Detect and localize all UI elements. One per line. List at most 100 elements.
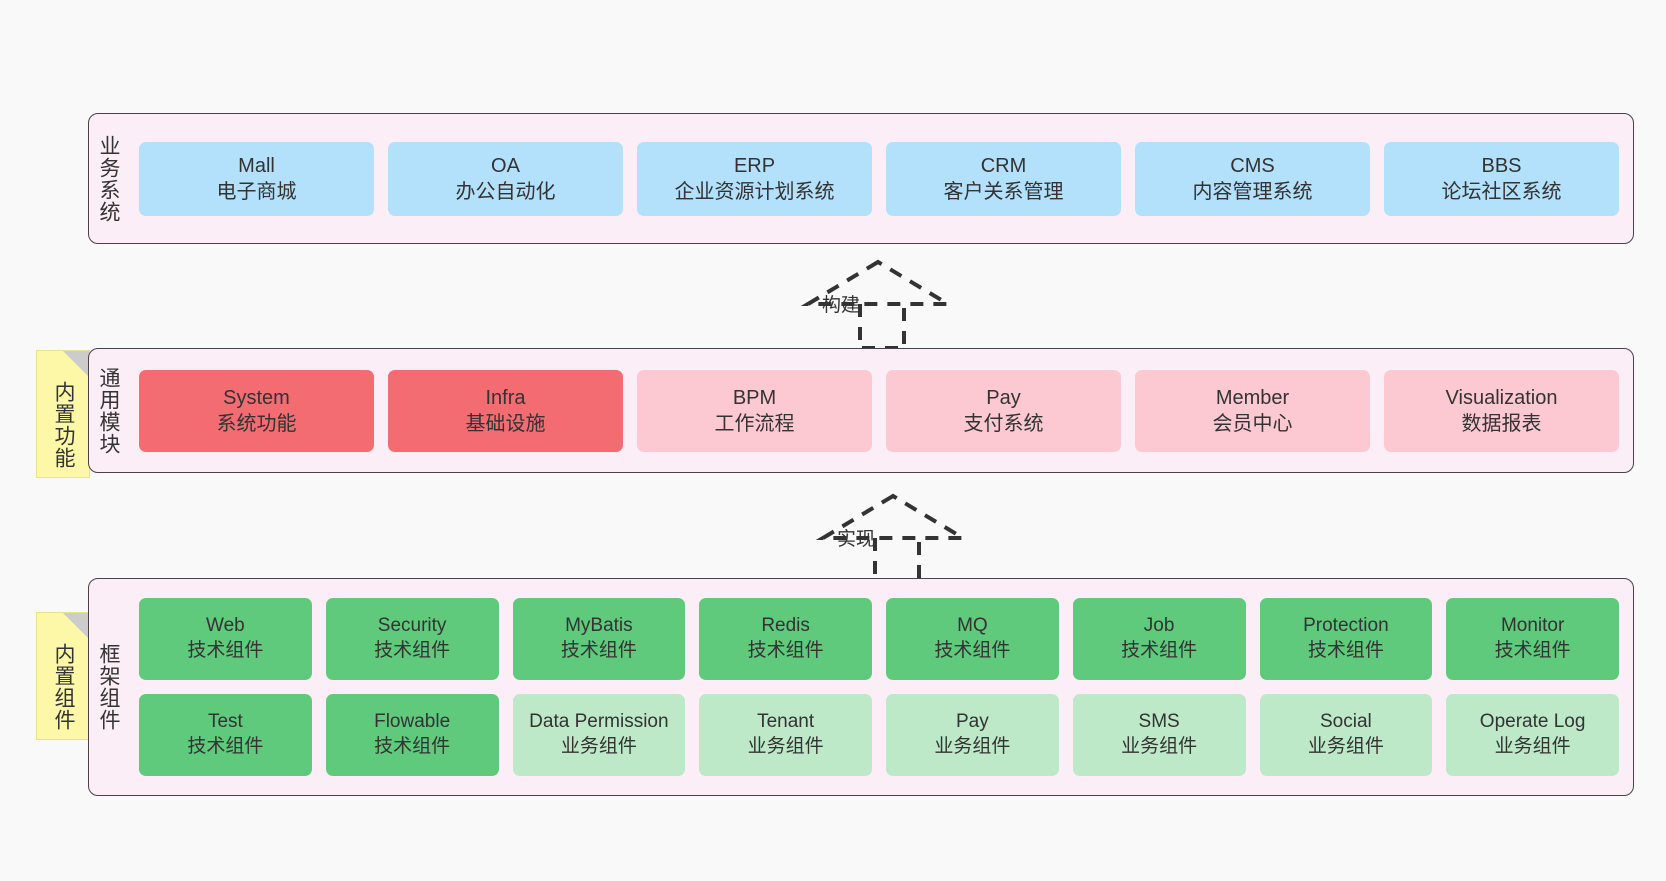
card-mybatis-cn: 技术组件 — [560, 640, 637, 661]
card-tenant-en: Tenant — [757, 711, 815, 733]
card-pay-component-cn: 业务组件 — [934, 736, 1011, 757]
card-protection-cn: 技术组件 — [1307, 640, 1384, 661]
card-crm-cn: 客户关系管理 — [943, 180, 1064, 203]
layer-title-business: 业务系统 — [96, 134, 120, 223]
card-monitor[interactable]: Monitor 技术组件 — [1446, 598, 1619, 680]
layer-title-framework: 框架组件 — [96, 643, 120, 731]
sticky-note-builtin-functions: 内置功能 — [36, 350, 90, 478]
connector-implement-label: 实现 — [837, 529, 876, 550]
card-flowable-en: Flowable — [374, 711, 451, 733]
sticky-note-builtin-components-label: 内置组件 — [51, 643, 75, 731]
card-mybatis[interactable]: MyBatis 技术组件 — [512, 598, 686, 680]
card-mall[interactable]: Mall 电子商城 — [139, 141, 374, 216]
layer-panel-framework: 框架组件 Web 技术组件 Security 技术组件 MyBatis 技术组件… — [88, 578, 1634, 796]
generalization-arrow-icon — [815, 493, 971, 584]
card-oa-en: OA — [491, 154, 520, 177]
framework-cards-row-1: Web 技术组件 Security 技术组件 MyBatis 技术组件 Redi… — [139, 598, 1619, 680]
sticky-fold-icon — [63, 351, 89, 377]
card-sms-cn: 业务组件 — [1121, 736, 1198, 757]
card-test[interactable]: Test 技术组件 — [139, 694, 312, 776]
card-web-cn: 技术组件 — [187, 640, 264, 661]
card-oa[interactable]: OA 办公自动化 — [388, 141, 623, 216]
card-flowable[interactable]: Flowable 技术组件 — [325, 694, 499, 776]
module-cards-area: System 系统功能 Infra 基础设施 BPM 工作流程 Pay 支付系统… — [127, 349, 1633, 472]
card-pay-component[interactable]: Pay 业务组件 — [886, 694, 1059, 776]
card-flowable-cn: 技术组件 — [374, 736, 451, 757]
card-redis-en: Redis — [761, 615, 810, 637]
card-bbs-cn: 论坛社区系统 — [1441, 180, 1562, 203]
card-test-en: Test — [207, 711, 243, 733]
card-redis[interactable]: Redis 技术组件 — [699, 598, 872, 680]
card-bpm[interactable]: BPM 工作流程 — [637, 369, 872, 452]
card-mall-en: Mall — [238, 154, 275, 177]
card-mq[interactable]: MQ 技术组件 — [886, 598, 1059, 680]
card-operate-log-en: Operate Log — [1479, 711, 1586, 733]
card-member-en: Member — [1215, 386, 1290, 409]
card-security[interactable]: Security 技术组件 — [325, 598, 499, 680]
card-pay-module-en: Pay — [986, 386, 1021, 409]
card-web[interactable]: Web 技术组件 — [139, 598, 312, 680]
card-pay-component-en: Pay — [956, 711, 989, 733]
card-mybatis-en: MyBatis — [565, 615, 633, 637]
card-bbs-en: BBS — [1481, 154, 1522, 177]
card-mq-cn: 技术组件 — [934, 640, 1011, 661]
card-cms-en: CMS — [1230, 154, 1275, 177]
card-visualization[interactable]: Visualization 数据报表 — [1384, 369, 1619, 452]
card-data-permission[interactable]: Data Permission 业务组件 — [512, 694, 686, 776]
card-bbs[interactable]: BBS 论坛社区系统 — [1384, 141, 1619, 216]
card-monitor-en: Monitor — [1500, 615, 1565, 637]
card-crm[interactable]: CRM 客户关系管理 — [886, 141, 1121, 216]
card-erp[interactable]: ERP 企业资源计划系统 — [637, 141, 872, 216]
module-cards-row: System 系统功能 Infra 基础设施 BPM 工作流程 Pay 支付系统… — [139, 369, 1619, 452]
card-job-cn: 技术组件 — [1121, 640, 1198, 661]
sticky-fold-icon — [63, 613, 89, 639]
card-mall-cn: 电子商城 — [216, 180, 297, 203]
card-system-en: System — [223, 386, 290, 409]
card-data-permission-en: Data Permission — [529, 711, 669, 733]
card-tenant[interactable]: Tenant 业务组件 — [699, 694, 872, 776]
card-crm-en: CRM — [980, 154, 1027, 177]
card-mq-en: MQ — [957, 615, 988, 637]
card-protection[interactable]: Protection 技术组件 — [1259, 598, 1433, 680]
card-system-cn: 系统功能 — [216, 412, 297, 435]
card-protection-en: Protection — [1303, 615, 1389, 637]
card-visualization-en: Visualization — [1445, 386, 1558, 409]
card-social[interactable]: Social 业务组件 — [1259, 694, 1433, 776]
card-visualization-cn: 数据报表 — [1461, 412, 1542, 435]
card-operate-log-cn: 业务组件 — [1494, 736, 1571, 757]
card-redis-cn: 技术组件 — [747, 640, 824, 661]
card-data-permission-cn: 业务组件 — [560, 736, 637, 757]
card-cms[interactable]: CMS 内容管理系统 — [1135, 141, 1370, 216]
card-member[interactable]: Member 会员中心 — [1135, 369, 1370, 452]
card-social-cn: 业务组件 — [1307, 736, 1384, 757]
card-system[interactable]: System 系统功能 — [139, 369, 374, 452]
generalization-arrow-icon — [800, 259, 956, 350]
card-bpm-cn: 工作流程 — [714, 412, 795, 435]
card-erp-en: ERP — [733, 154, 776, 177]
card-sms-en: SMS — [1138, 711, 1180, 733]
sticky-note-builtin-components: 内置组件 — [36, 612, 90, 740]
framework-cards-row-2: Test 技术组件 Flowable 技术组件 Data Permission … — [139, 694, 1619, 776]
card-web-en: Web — [206, 615, 245, 637]
layer-panel-module: 通用模块 System 系统功能 Infra 基础设施 BPM 工作流程 Pay… — [88, 348, 1634, 473]
business-cards-row: Mall 电子商城 OA 办公自动化 ERP 企业资源计划系统 CRM 客户关系… — [139, 141, 1619, 216]
connector-implement: 实现 — [775, 490, 975, 586]
sticky-note-builtin-functions-label: 内置功能 — [51, 381, 75, 469]
business-cards-area: Mall 电子商城 OA 办公自动化 ERP 企业资源计划系统 CRM 客户关系… — [127, 114, 1633, 243]
card-test-cn: 技术组件 — [187, 736, 264, 757]
card-job-en: Job — [1143, 615, 1175, 637]
card-operate-log[interactable]: Operate Log 业务组件 — [1446, 694, 1619, 776]
card-pay-module-cn: 支付系统 — [963, 412, 1044, 435]
layer-panel-business: 业务系统 Mall 电子商城 OA 办公自动化 ERP 企业资源计划系统 CRM… — [88, 113, 1634, 244]
card-pay-module[interactable]: Pay 支付系统 — [886, 369, 1121, 452]
connector-build-label: 构建 — [822, 295, 861, 316]
card-sms[interactable]: SMS 业务组件 — [1072, 694, 1246, 776]
card-job[interactable]: Job 技术组件 — [1072, 598, 1246, 680]
card-social-en: Social — [1320, 711, 1372, 733]
connector-build: 构建 — [760, 256, 960, 352]
card-infra[interactable]: Infra 基础设施 — [388, 369, 623, 452]
layer-title-module: 通用模块 — [96, 366, 120, 455]
card-security-cn: 技术组件 — [374, 640, 451, 661]
card-infra-cn: 基础设施 — [465, 412, 546, 435]
